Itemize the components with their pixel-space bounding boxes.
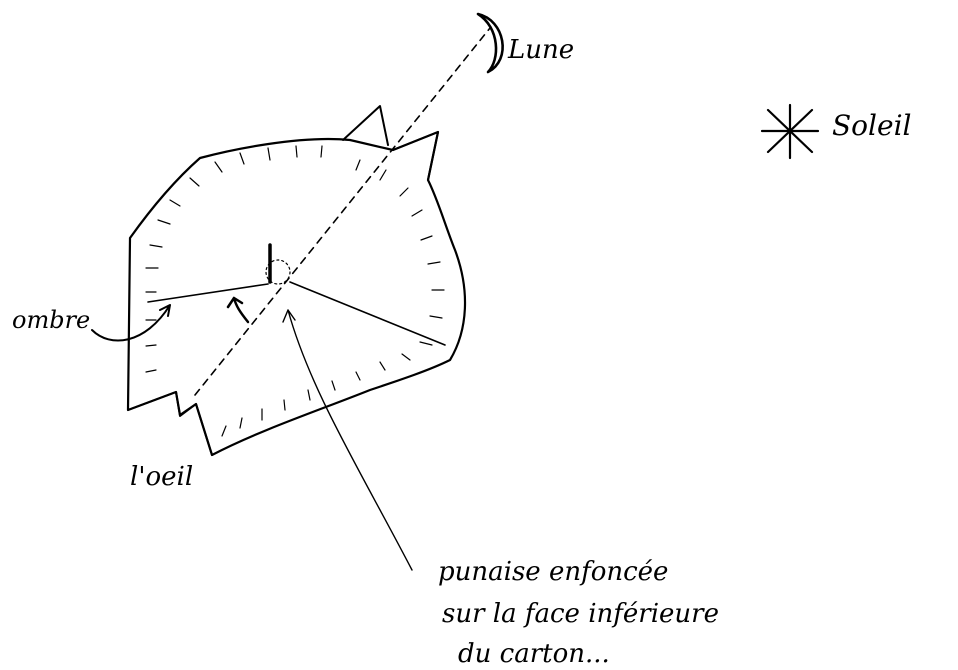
radial-line	[290, 282, 445, 345]
pin-pointer-arrow	[283, 310, 412, 570]
shadow-line	[148, 284, 268, 302]
shadow-label: ombre	[12, 306, 90, 334]
rotation-arrow-icon	[228, 298, 248, 322]
eye-label: l'oeil	[130, 462, 193, 492]
hour-tick-marks	[146, 146, 444, 436]
ombre-pointer-arrow	[92, 305, 170, 341]
sun-label: Soleil	[832, 109, 911, 142]
pin-note-line-3: du carton...	[458, 639, 610, 669]
asterisk-sun-icon	[762, 105, 818, 158]
pin-note-line-2: sur la face inférieure	[442, 599, 719, 629]
sight-line	[195, 28, 490, 395]
cardboard-sheet	[128, 106, 465, 455]
crescent-moon-icon	[478, 14, 503, 72]
pin-note: punaise enfoncée sur la face inférieure …	[438, 557, 719, 669]
moon-label: Lune	[507, 35, 574, 65]
pin-note-line-1: punaise enfoncée	[438, 557, 668, 587]
